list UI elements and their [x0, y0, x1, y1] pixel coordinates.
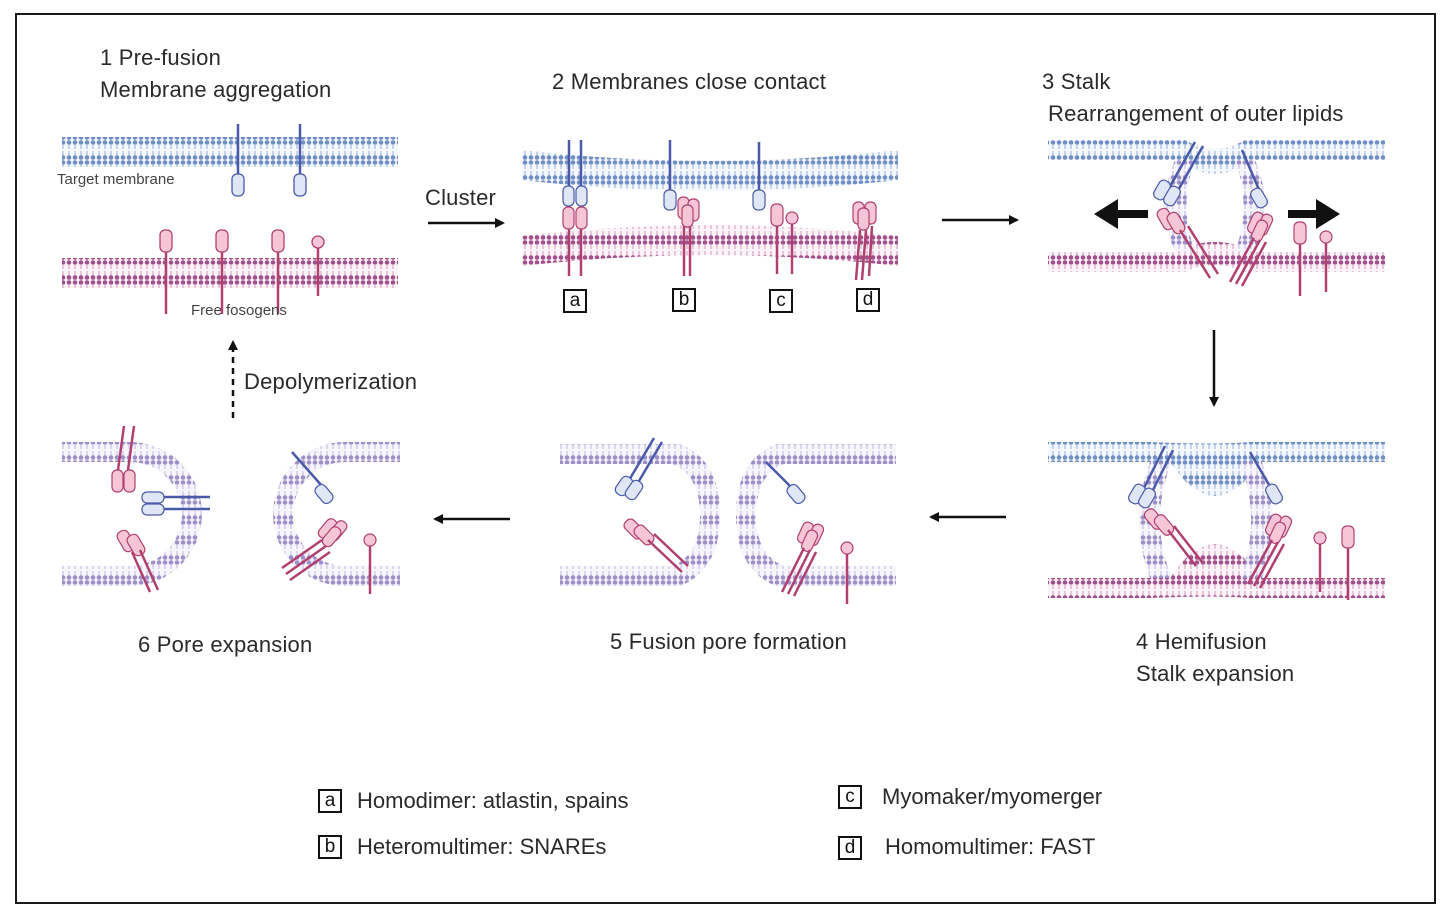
panel-4-hemifusion [1048, 442, 1385, 600]
step-3-label: 3 Stalk Rearrangement of outer lipids [1042, 69, 1344, 126]
depolymerization-label: Depolymerization [244, 369, 418, 394]
complex-a-homodimer [562, 140, 588, 276]
step-4-label: 4 Hemifusion Stalk expansion [1136, 629, 1295, 686]
legend-key-b: b [318, 835, 342, 859]
complex-b-heteromultimer [663, 140, 700, 276]
figure-frame [15, 13, 1436, 904]
process-arrows [228, 215, 1219, 524]
legend-text-b: Heteromultimer: SNAREs [357, 834, 607, 859]
legend-text-a: Homodimer: atlastin, spains [357, 788, 629, 813]
target-membrane-curved [522, 150, 898, 191]
panel-5-pore-formation [560, 437, 896, 604]
free-fusogens-label: Free fosogens [191, 302, 287, 319]
legend-text-d: Homomultimer: FAST [885, 834, 1096, 859]
marker-a: a [563, 289, 587, 313]
marker-d: d [856, 288, 880, 312]
marker-c: c [769, 289, 793, 313]
panel-2-close-contact [522, 140, 898, 281]
fusogen-membrane [62, 258, 398, 288]
panel-6-pore-expansion [62, 425, 400, 594]
cluster-label: Cluster [425, 185, 497, 210]
complex-d-homomultimer [852, 201, 877, 281]
marker-b: b [672, 288, 696, 312]
panel-3-stalk [1048, 140, 1385, 296]
legend-key-a: a [318, 789, 342, 813]
step-5-label: 5 Fusion pore formation [610, 629, 847, 654]
complex-c [752, 142, 799, 274]
fusogen-membrane-curved [522, 225, 898, 266]
push-right-arrow [1288, 199, 1340, 229]
target-membrane [62, 137, 398, 167]
push-left-arrow [1094, 199, 1148, 229]
legend-key-d: d [838, 836, 862, 860]
target-membrane-label: Target membrane [57, 171, 175, 188]
step-2-label: 2 Membranes close contact [552, 69, 827, 94]
legend-text-c: Myomaker/myomerger [882, 784, 1103, 809]
panel-1-prefusion [62, 122, 398, 316]
legend-key-c: c [838, 785, 862, 809]
step-6-label: 6 Pore expansion [138, 632, 313, 657]
step-1-label: 1 Pre-fusion Membrane aggregation [100, 45, 332, 102]
